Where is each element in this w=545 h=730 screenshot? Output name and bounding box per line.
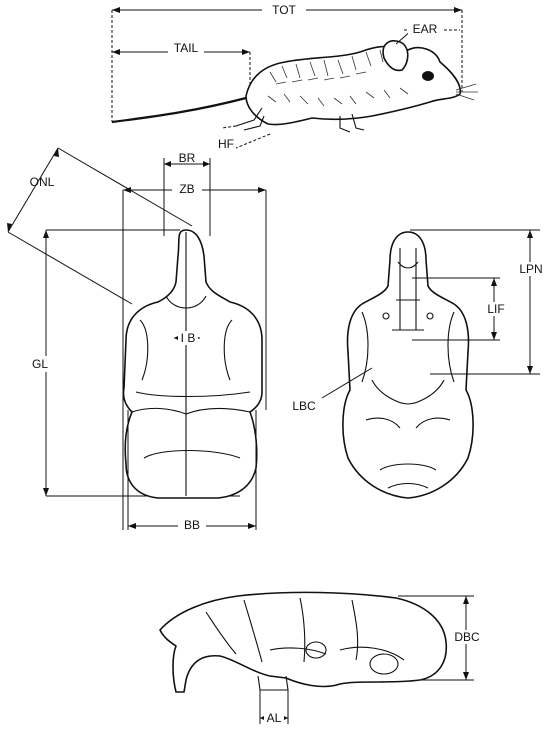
skull-dorsal-view: BR ZB ONL GL [7, 147, 267, 532]
lif-label: LIF [487, 302, 504, 316]
hf-label: HF [218, 137, 234, 151]
lpn-label: LPN [519, 262, 542, 276]
mouse-body-view: TOT TAIL EAR [111, 3, 478, 151]
onl-line-top [57, 147, 193, 227]
zb-label: ZB [179, 182, 194, 196]
ear-shape [382, 40, 409, 72]
skull-ventral-view: LPN LIF LBC [292, 229, 545, 499]
lbc-label: LBC [292, 399, 316, 413]
tail-label: TAIL [174, 41, 199, 55]
al-label: AL [267, 711, 282, 725]
skull-lateral-view: DBC AL [159, 591, 482, 725]
tail-shape [111, 96, 247, 124]
legs-shape [235, 107, 365, 133]
dorsal-skull-outline [122, 229, 263, 499]
ib-label: I B [181, 331, 196, 345]
onl-label: ONL [30, 175, 55, 189]
tot-label: TOT [272, 3, 296, 17]
ventral-skull-outline [342, 231, 474, 499]
lateral-skull-outline [159, 591, 448, 693]
ear-label: EAR [413, 22, 438, 36]
br-label: BR [179, 151, 196, 165]
fur-texture [267, 49, 409, 107]
bb-label: BB [184, 518, 200, 532]
mouse-body-outline [245, 45, 462, 126]
gl-label: GL [32, 357, 48, 371]
dbc-label: DBC [454, 630, 480, 644]
eye-shape [422, 71, 434, 81]
